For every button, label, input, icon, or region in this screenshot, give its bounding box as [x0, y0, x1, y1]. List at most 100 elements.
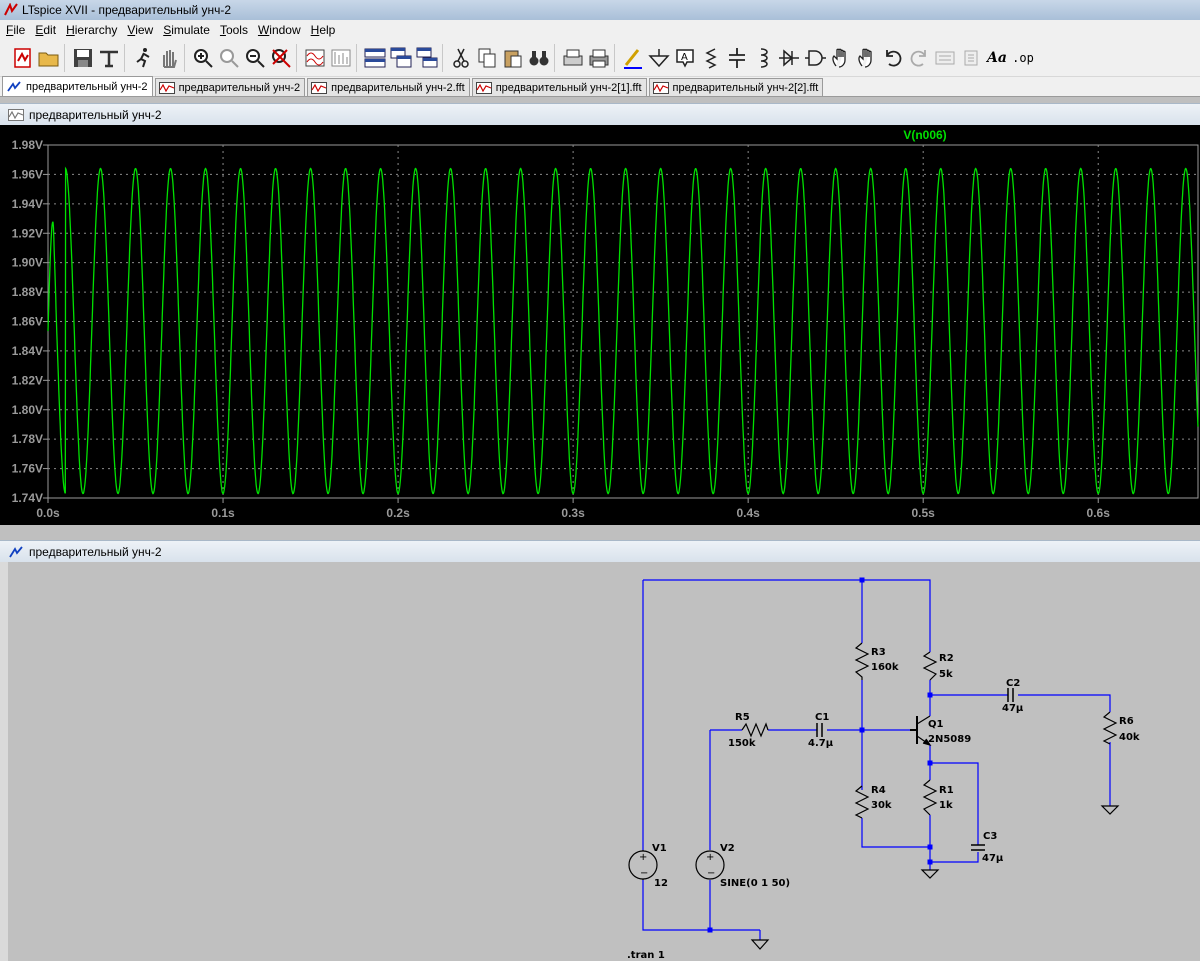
tile-vertical-icon[interactable]	[414, 44, 440, 72]
run-icon[interactable]	[130, 44, 156, 72]
q1-value-label: 2N5089	[928, 734, 971, 745]
zoom-fit-icon[interactable]	[268, 44, 294, 72]
label-net-icon[interactable]: A	[672, 44, 698, 72]
capacitor-icon[interactable]	[724, 44, 750, 72]
svg-text:+: +	[639, 852, 647, 863]
copy-icon[interactable]	[474, 44, 500, 72]
save-icon[interactable]	[70, 44, 96, 72]
r6-value-label: 40k	[1119, 732, 1140, 743]
schematic-pane-header[interactable]: предварительный унч-2	[0, 540, 1200, 562]
transistor-q1[interactable]	[910, 715, 932, 747]
capacitor-c2[interactable]	[1007, 688, 1014, 702]
junctions	[707, 577, 933, 933]
menu-hierarchy[interactable]: Hierarchy	[66, 22, 118, 37]
move-icon[interactable]	[828, 44, 854, 72]
tab-waveform[interactable]: предварительный унч-2	[154, 78, 306, 96]
trace-v-n006[interactable]	[47, 166, 1199, 495]
y-tick-label: 1.88V	[12, 285, 43, 299]
waveform-icon	[311, 81, 328, 94]
menu-simulate[interactable]: Simulate	[163, 22, 210, 37]
r5-ref-label: R5	[735, 712, 750, 723]
wire-icon[interactable]	[620, 44, 646, 72]
y-tick-label: 1.80V	[12, 403, 43, 417]
capacitor-c1[interactable]	[816, 723, 823, 737]
control-panel-icon[interactable]	[96, 44, 122, 72]
tile-horizontal-icon[interactable]	[362, 44, 388, 72]
waveform-icon	[652, 81, 669, 94]
trace-label-v-n006[interactable]: V(n006)	[903, 128, 946, 142]
ground-icon[interactable]	[646, 44, 672, 72]
find-icon[interactable]	[526, 44, 552, 72]
resistor-r3[interactable]	[854, 642, 870, 680]
menu-view[interactable]: View	[127, 22, 154, 37]
x-tick-label: 0.2s	[386, 506, 410, 520]
pan-icon[interactable]	[216, 44, 242, 72]
waveform-icon	[8, 108, 24, 121]
schematic-pane[interactable]: +− +− R3 160k R2 5k C2 47µ R6 40k R5 150…	[0, 562, 1200, 961]
paste-icon[interactable]	[500, 44, 526, 72]
autorange-icon[interactable]	[302, 44, 328, 72]
y-tick-label: 1.90V	[12, 256, 43, 270]
tab-fft-2[interactable]: предварительный унч-2[2].fft	[648, 78, 824, 96]
c2-value-label: 47µ	[1002, 703, 1024, 714]
diode-icon[interactable]	[776, 44, 802, 72]
toolbar-separator	[64, 43, 70, 72]
redo-icon[interactable]	[906, 44, 932, 72]
resistor-r5[interactable]	[741, 722, 769, 738]
tab-label: предварительный унч-2	[178, 81, 301, 94]
y-tick-label: 1.86V	[12, 315, 43, 329]
r2-value-label: 5k	[939, 669, 953, 680]
undo-icon[interactable]	[880, 44, 906, 72]
open-folder-icon[interactable]	[36, 44, 62, 72]
resistor-r6[interactable]	[1102, 711, 1118, 745]
y-axis-ticks: 1.98V1.96V1.94V1.92V1.90V1.88V1.86V1.84V…	[12, 138, 48, 505]
plot-settings-icon[interactable]	[328, 44, 354, 72]
v2-ref-label: V2	[720, 843, 735, 854]
inductor-icon[interactable]	[750, 44, 776, 72]
toolbar-separator	[184, 43, 190, 72]
menu-help[interactable]: Help	[310, 22, 336, 37]
text-icon[interactable]: Aa	[984, 44, 1010, 72]
spice-directive[interactable]: .tran 1	[627, 950, 665, 961]
new-schematic-icon[interactable]	[10, 44, 36, 72]
schematic-canvas[interactable]: +− +− R3 160k R2 5k C2 47µ R6 40k R5 150…	[8, 562, 1200, 961]
voltage-source-v2[interactable]	[695, 850, 725, 880]
menu-file[interactable]: File	[6, 22, 26, 37]
resistor-r4[interactable]	[854, 785, 870, 819]
zoom-in-icon[interactable]	[190, 44, 216, 72]
tab-fft[interactable]: предварительный унч-2.fft	[307, 78, 470, 96]
print-preview-icon[interactable]	[560, 44, 586, 72]
voltage-source-v1[interactable]	[628, 850, 658, 880]
op-tool-label: .op	[1012, 50, 1034, 65]
r4-ref-label: R4	[871, 785, 886, 796]
component-icon[interactable]	[802, 44, 828, 72]
y-tick-label: 1.92V	[12, 226, 43, 240]
ground-symbol	[750, 805, 1120, 950]
cascade-icon[interactable]	[388, 44, 414, 72]
print-icon[interactable]	[586, 44, 612, 72]
window-title: LTspice XVII - предварительный унч-2	[22, 3, 232, 17]
resistor-icon[interactable]	[698, 44, 724, 72]
ltspice-logo-icon	[4, 3, 18, 16]
plot-pane-header[interactable]: предварительный унч-2	[0, 103, 1200, 125]
plot-grid	[47, 144, 1199, 499]
waveform-plot[interactable]: 1.98V1.96V1.94V1.92V1.90V1.88V1.86V1.84V…	[0, 125, 1200, 525]
rotate-icon[interactable]	[932, 44, 958, 72]
drag-icon[interactable]	[854, 44, 880, 72]
cut-icon[interactable]	[448, 44, 474, 72]
resistor-r1[interactable]	[922, 779, 938, 816]
spice-directive-icon[interactable]: .op	[1010, 44, 1036, 72]
resistor-r2[interactable]	[922, 651, 938, 681]
menu-tools[interactable]: Tools	[219, 22, 248, 37]
zoom-out-icon[interactable]	[242, 44, 268, 72]
tab-schematic[interactable]: предварительный унч-2	[2, 76, 153, 96]
capacitor-c3[interactable]	[971, 844, 985, 851]
menu-window[interactable]: Window	[257, 22, 301, 37]
menu-edit[interactable]: Edit	[35, 22, 57, 37]
halt-icon[interactable]	[156, 44, 182, 72]
mirror-icon[interactable]	[958, 44, 984, 72]
toolbar-separator	[296, 43, 302, 72]
svg-text:−: −	[707, 868, 715, 879]
tab-fft-1[interactable]: предварительный унч-2[1].fft	[471, 78, 647, 96]
